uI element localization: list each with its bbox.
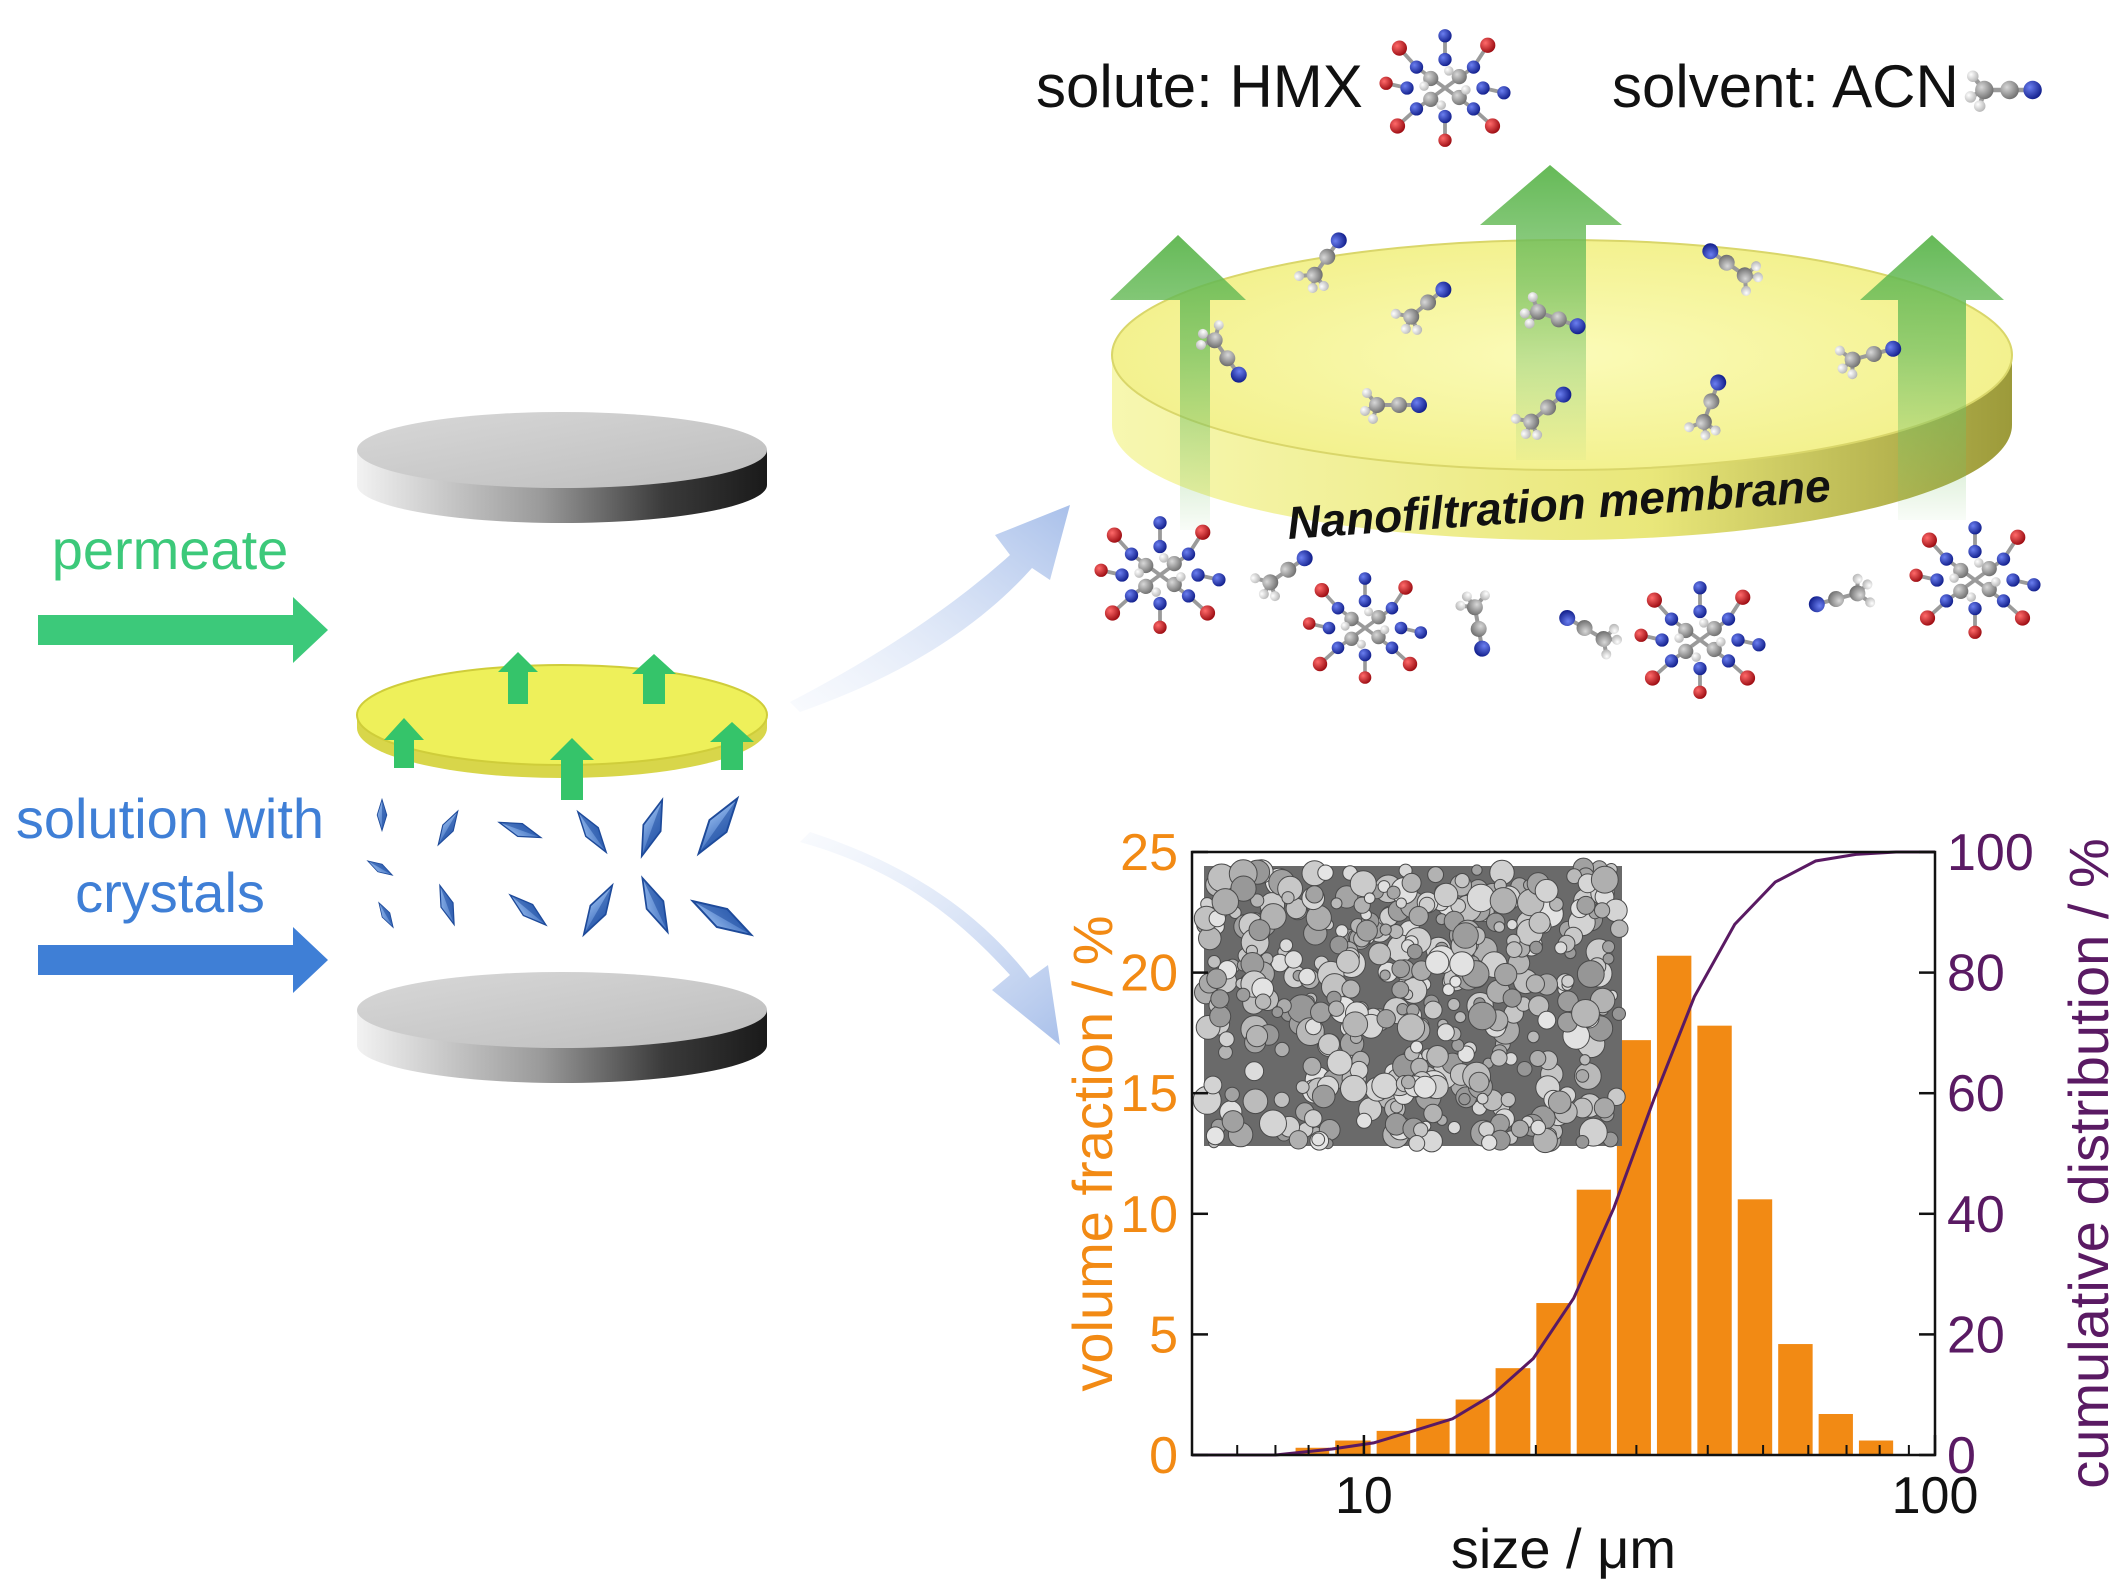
y-tick-label: 20	[1120, 945, 1178, 1003]
histogram-bar	[1616, 1040, 1651, 1455]
solution-label-line2: crystals	[75, 861, 265, 924]
crystal-icon	[686, 891, 758, 945]
crystal-icon	[575, 880, 621, 940]
y2-tick-label: 40	[1947, 1186, 2005, 1244]
sem-inset-image	[1192, 857, 1629, 1154]
acn-molecule-icon	[1965, 70, 2042, 111]
histogram-bar	[1576, 1189, 1611, 1455]
x-tick-label: 10	[1335, 1467, 1393, 1525]
up-arrow-icon	[550, 738, 594, 800]
hmx-molecule-icon	[1377, 27, 1513, 149]
x-tick-label: 100	[1892, 1467, 1979, 1525]
hmx-molecule-icon	[1632, 579, 1768, 701]
crystal-icon	[632, 795, 672, 861]
top-plate	[357, 412, 767, 523]
pointer-arrow-to-chart	[800, 832, 1060, 1045]
chart-bars	[1295, 955, 1894, 1455]
up-arrow-icon	[632, 654, 676, 704]
crystal-icon	[689, 791, 747, 861]
solution-arrow	[38, 927, 328, 993]
up-arrow-icon	[1110, 235, 1246, 530]
solution-label-line1: solution with	[15, 787, 325, 850]
histogram-bar	[1697, 1025, 1732, 1455]
permeate-flow-arrows	[384, 652, 754, 800]
crystal-icon	[432, 807, 464, 849]
histogram-bar	[1495, 1368, 1531, 1455]
x-axis-label: size / μm	[1451, 1517, 1676, 1580]
crystal-icon	[570, 806, 614, 858]
pointer-arrow-to-membrane	[790, 505, 1070, 712]
hmx-molecule-icon	[1907, 519, 2043, 641]
y2-tick-label: 100	[1947, 824, 2034, 882]
histogram-bar	[1818, 1413, 1853, 1455]
solute-label: solute: HMX	[1036, 53, 1363, 120]
y2-tick-label: 0	[1947, 1427, 1976, 1485]
y-tick-label: 10	[1120, 1186, 1178, 1244]
hmx-molecule-icon	[1092, 514, 1228, 636]
hmx-molecule-icon	[1301, 570, 1429, 686]
up-arrow-icon	[498, 652, 538, 704]
crystal-icon	[433, 882, 461, 928]
histogram-bar	[1737, 1199, 1773, 1455]
y-tick-label: 5	[1149, 1306, 1178, 1364]
permeate-label: permeate	[51, 518, 289, 581]
y-tick-label: 25	[1120, 824, 1178, 882]
filtration-cell	[356, 412, 768, 1083]
up-arrow-icon	[1480, 165, 1622, 460]
up-arrow-icon	[1860, 235, 2004, 520]
acn-molecule-icon	[1451, 585, 1503, 662]
crystal-icon	[374, 900, 398, 930]
histogram-bar	[1455, 1399, 1490, 1455]
histogram-bar	[1858, 1440, 1894, 1455]
bottom-plate	[357, 972, 767, 1083]
acn-molecule-icon	[1549, 595, 1630, 665]
crystal-icon	[496, 815, 544, 845]
y2-tick-label: 80	[1947, 945, 2005, 1003]
acn-molecule-icon	[1244, 537, 1325, 610]
up-arrow-icon	[384, 718, 424, 768]
histogram-bar	[1778, 1344, 1813, 1455]
crystal-icon	[365, 856, 395, 880]
crystal-icon	[504, 888, 552, 932]
y2-tick-label: 60	[1947, 1065, 2005, 1123]
acn-molecule-icon	[1802, 568, 1881, 625]
permeate-arrow	[38, 597, 328, 663]
crystals	[365, 791, 758, 945]
y-axis-label: volume fraction / %	[1061, 915, 1124, 1391]
histogram-bar	[1656, 955, 1692, 1455]
y2-axis-label: cumulative distribution / %	[2057, 838, 2120, 1489]
membrane-detail: Nanofiltration membrane	[1092, 165, 2043, 701]
crystal-icon	[376, 798, 388, 832]
plot-frame	[1190, 850, 1937, 1457]
y-tick-label: 0	[1149, 1427, 1178, 1485]
y-tick-label: 15	[1120, 1065, 1178, 1123]
up-arrow-icon	[710, 722, 754, 770]
cumulative-curve	[1192, 850, 1935, 1457]
y2-tick-label: 20	[1947, 1306, 2005, 1364]
crystal-icon	[633, 873, 677, 937]
solvent-label: solvent: ACN	[1612, 53, 1959, 120]
